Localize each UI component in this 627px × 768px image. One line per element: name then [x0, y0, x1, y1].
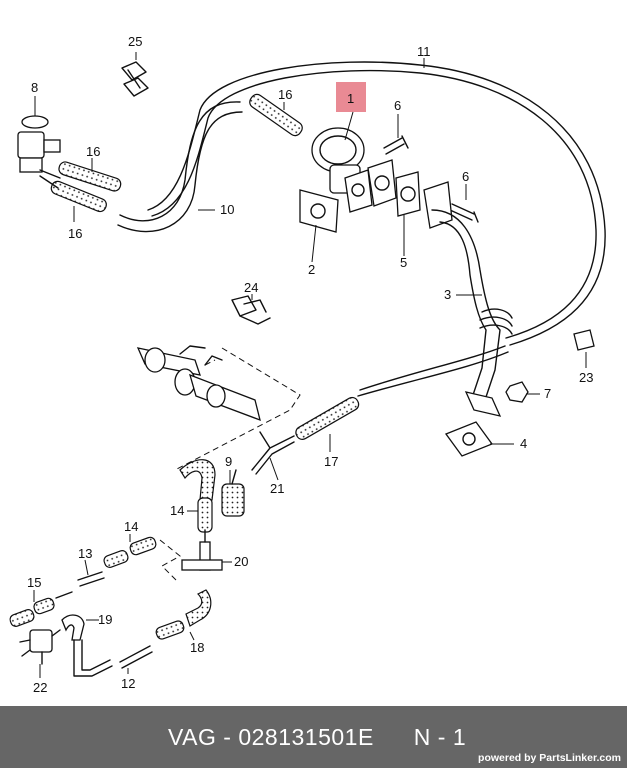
hose-16-upper [249, 93, 303, 137]
label-10: 10 [220, 202, 234, 217]
label-9: 9 [225, 454, 232, 469]
hose-15 [9, 591, 73, 627]
label-18: 18 [190, 640, 204, 655]
label-20: 20 [234, 554, 248, 569]
hose-17 [295, 396, 360, 440]
label-25: 25 [128, 34, 142, 49]
part-code-line: VAG - 028131501E N - 1 [0, 724, 627, 751]
gasket-2 [299, 189, 339, 233]
label-21: 21 [270, 481, 284, 496]
egr-valve-1 [311, 127, 397, 213]
intake-fitting [136, 345, 261, 422]
clip-25 [121, 61, 149, 97]
label-1: 1 [347, 91, 354, 106]
connector-9 [221, 469, 245, 517]
label-3: 3 [444, 287, 451, 302]
hose-10 [119, 101, 241, 222]
label-14-right: 14 [170, 503, 184, 518]
highlighted-part-marker [336, 82, 366, 112]
nut-7 [505, 381, 529, 403]
label-24: 24 [244, 280, 258, 295]
label-16-upper: 16 [278, 87, 292, 102]
gasket-5 [444, 421, 494, 457]
clip-24 [231, 295, 271, 325]
hose-14-left [103, 536, 157, 568]
quantity: N - 1 [413, 724, 467, 750]
separator: - [223, 724, 232, 750]
label-23: 22 [33, 680, 47, 695]
brand-name: VAG [168, 724, 217, 750]
hose-13 [77, 571, 105, 587]
hose-16-left-b [50, 180, 107, 213]
egr-pipe-3 [423, 181, 513, 417]
solenoid-valve-8 [17, 115, 61, 189]
y-piece-21 [251, 431, 295, 475]
part-info-footer: VAG - 028131501E N - 1 powered by PartsLi… [0, 706, 627, 768]
clip-22 [573, 329, 595, 351]
hose-14-bend [179, 459, 216, 533]
gasket-4 [395, 171, 421, 217]
label-2: 2 [308, 262, 315, 277]
label-11: 11 [417, 44, 431, 59]
label-19: 19 [98, 612, 112, 627]
hose-12 [73, 639, 153, 677]
label-6-upper: 6 [394, 98, 401, 113]
label-5: 4 [520, 436, 527, 451]
bolt-6-lower [449, 203, 479, 223]
elbow-19 [61, 614, 85, 641]
powered-by-link[interactable]: powered by PartsLinker.com [478, 752, 621, 764]
part-number: 028131501E [238, 724, 374, 750]
label-8: 8 [31, 80, 38, 95]
label-15: 15 [27, 575, 41, 590]
label-14-left: 14 [124, 519, 138, 534]
t-piece-20 [181, 529, 223, 571]
label-7: 7 [544, 386, 551, 401]
label-13: 13 [78, 546, 92, 561]
label-6-lower: 6 [462, 169, 469, 184]
label-12: 12 [121, 676, 135, 691]
exploded-parts-diagram: 25 8 16 1 6 11 16 16 10 6 2 5 3 24 23 7 … [9, 34, 606, 695]
label-16-lower: 16 [68, 226, 82, 241]
label-4: 5 [400, 255, 407, 270]
valve-23 [19, 629, 61, 665]
bolt-6-upper [383, 135, 409, 155]
hose-18 [155, 589, 212, 640]
label-17: 17 [324, 454, 338, 469]
label-16-left: 16 [86, 144, 100, 159]
label-22: 23 [579, 370, 593, 385]
